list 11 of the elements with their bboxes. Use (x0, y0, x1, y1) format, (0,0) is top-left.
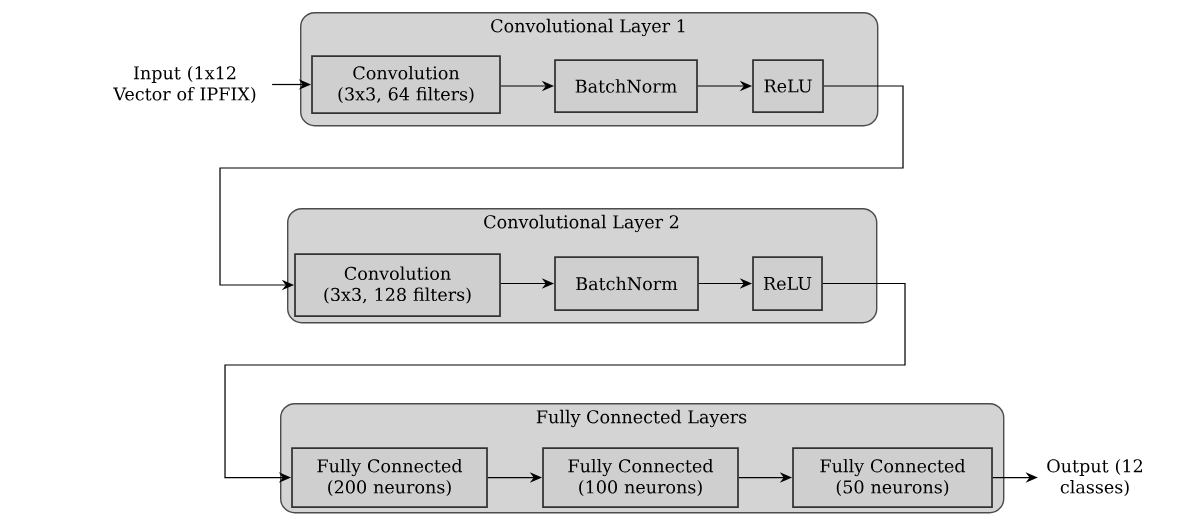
text-label: Input (1x12 Vector of IPFIX) (113, 65, 256, 104)
text-label: Output (12 classes) (1047, 458, 1142, 497)
process-box: Fully Connected (50 neurons) (792, 447, 993, 508)
process-box: Fully Connected (200 neurons) (291, 447, 488, 508)
process-box: Convolution (3x3, 128 filters) (294, 253, 501, 317)
process-box: BatchNorm (554, 256, 699, 311)
process-box: Convolution (3x3, 64 filters) (311, 55, 501, 114)
process-box: BatchNorm (554, 59, 698, 113)
process-box: ReLU (752, 59, 824, 113)
process-box: ReLU (752, 256, 823, 311)
process-box: Fully Connected (100 neurons) (542, 447, 739, 508)
